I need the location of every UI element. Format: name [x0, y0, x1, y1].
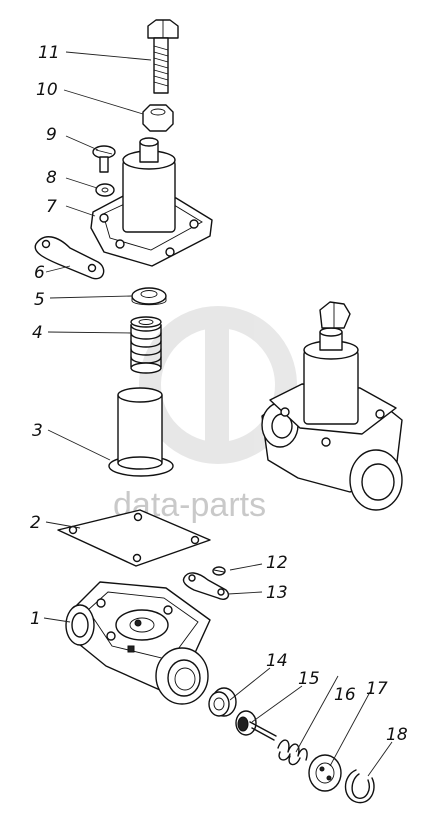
bolt-part: [147, 19, 179, 94]
small-plate-part: [182, 572, 230, 600]
nut-part: [142, 104, 174, 132]
callout-3: 3: [32, 421, 43, 441]
assembled-valve: [261, 301, 403, 511]
callout-5: 5: [34, 290, 45, 310]
callout-12: 12: [266, 553, 288, 573]
cap-part: [308, 754, 342, 792]
callout-14: 14: [266, 651, 288, 671]
screw-part: [92, 145, 116, 173]
bushing-part: [208, 687, 237, 717]
piston-part: [108, 387, 174, 477]
ring-part: [131, 287, 167, 306]
callout-16: 16: [334, 685, 356, 705]
callout-2: 2: [30, 513, 41, 533]
small-spring-part: [277, 739, 308, 766]
valve-body-part: [65, 581, 211, 705]
callout-8: 8: [46, 168, 57, 188]
leader-lines: [43, 51, 393, 777]
callout-15: 15: [298, 669, 320, 689]
small-screw-part: [212, 566, 226, 576]
watermark-logo: [139, 306, 297, 464]
callout-9: 9: [46, 125, 57, 145]
callout-11: 11: [38, 43, 60, 63]
spring-part: [130, 316, 162, 374]
snap-ring-part: [344, 769, 375, 804]
callout-1: 1: [30, 609, 41, 629]
callout-4: 4: [32, 323, 43, 343]
callout-10: 10: [36, 80, 58, 100]
lock-washer-part: [95, 183, 115, 197]
callout-13: 13: [266, 583, 288, 603]
callout-7: 7: [46, 197, 57, 217]
callout-17: 17: [366, 679, 388, 699]
callout-6: 6: [34, 263, 45, 283]
plate-part: [34, 236, 105, 280]
valve-stem-part: [235, 710, 277, 741]
cover-part: [90, 137, 213, 267]
callout-18: 18: [386, 725, 408, 745]
gasket-part: [57, 509, 211, 567]
